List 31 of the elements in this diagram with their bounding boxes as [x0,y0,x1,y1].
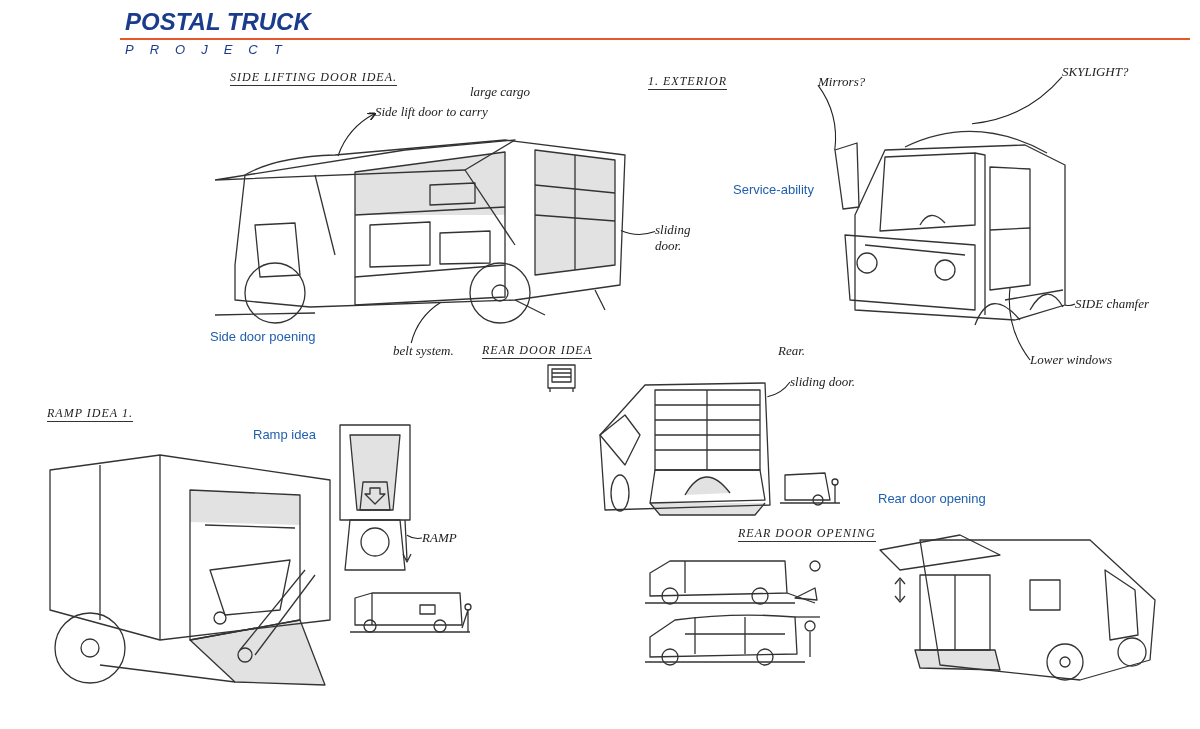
leader-line [620,229,656,235]
leader-line [1064,303,1076,307]
handwritten-note: belt system. [393,343,454,359]
handwritten-note: sliding door. [655,222,703,254]
handwritten-heading: REAR DOOR OPENING [738,526,876,542]
page-title: POSTAL TRUCK [125,8,311,36]
caption: Service-ability [733,182,814,197]
handwritten-note: Lower windows [1030,352,1112,368]
handwritten-heading: SIDE LIFTING DOOR IDEA. [230,70,397,86]
caption: Ramp idea [253,427,316,442]
caption: Side door poening [210,329,316,344]
handwritten-note: sliding door. [790,374,855,390]
handwritten-note: Side lift door to carry [375,104,488,120]
leader-line [410,301,442,344]
handwritten-note: RAMP [422,530,457,546]
handwritten-heading: RAMP IDEA 1. [47,406,133,422]
handwritten-note: SKYLIGHT? [1062,64,1129,80]
handwritten-note: SIDE chamfer [1075,296,1149,312]
handwritten-note: Mirrors? [818,74,866,90]
page-subtitle: PROJECT [125,42,298,57]
leader-line [766,381,791,398]
leader-line [971,76,1063,125]
arrow [337,112,377,157]
handwritten-note: large cargo [470,84,531,100]
handwritten-heading: 1. EXTERIOR [648,74,727,90]
handwritten-note: Rear. [778,343,806,359]
leader-line [406,534,423,539]
caption: Rear door opening [878,491,986,506]
leader-line [817,84,837,151]
handwritten-heading: REAR DOOR IDEA [482,343,592,359]
leader-line [1008,287,1031,361]
